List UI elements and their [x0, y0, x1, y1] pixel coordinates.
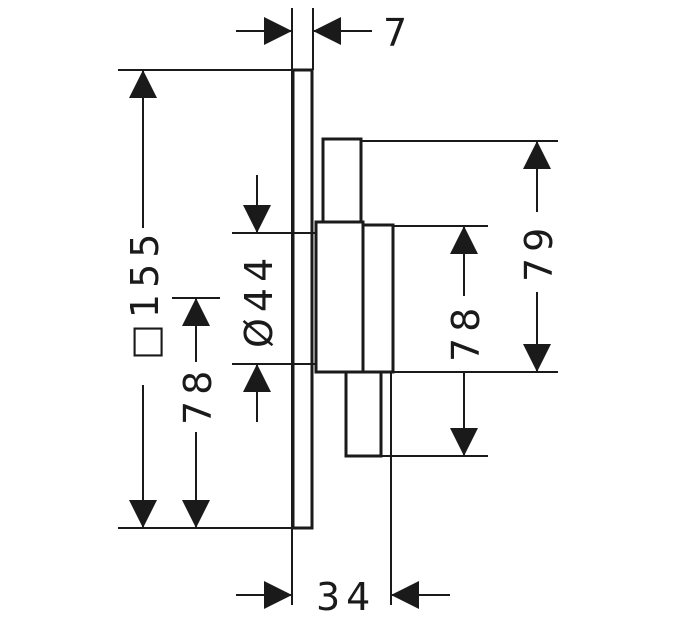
dim-label-plate-square: □155 — [123, 228, 167, 360]
dim-top-width: 7 — [236, 11, 413, 55]
dim-lower-left-height: 78 — [176, 298, 220, 528]
dim-label-right-outer-height: 79 — [517, 222, 561, 282]
lower-body — [344, 370, 383, 458]
dim-right-middle-height: 78 — [444, 226, 488, 456]
handle-body — [361, 223, 395, 374]
dim-bottom-depth: 34 — [236, 575, 450, 619]
dim-label-lower-left-height: 78 — [176, 365, 220, 425]
part-outline — [291, 68, 395, 530]
dim-label-diameter: Ø44 — [237, 252, 281, 348]
dim-label-top-width: 7 — [383, 11, 413, 55]
central-body — [314, 220, 365, 374]
dim-right-outer-height: 79 — [517, 141, 561, 372]
dim-diameter: Ø44 — [237, 175, 281, 422]
extension-lines — [118, 8, 558, 605]
cover-plate — [291, 68, 314, 530]
dim-label-bottom-depth: 34 — [316, 575, 376, 619]
dim-label-right-middle-height: 78 — [444, 302, 488, 362]
upper-body — [321, 137, 363, 224]
dim-plate-square: □155 — [123, 70, 167, 528]
